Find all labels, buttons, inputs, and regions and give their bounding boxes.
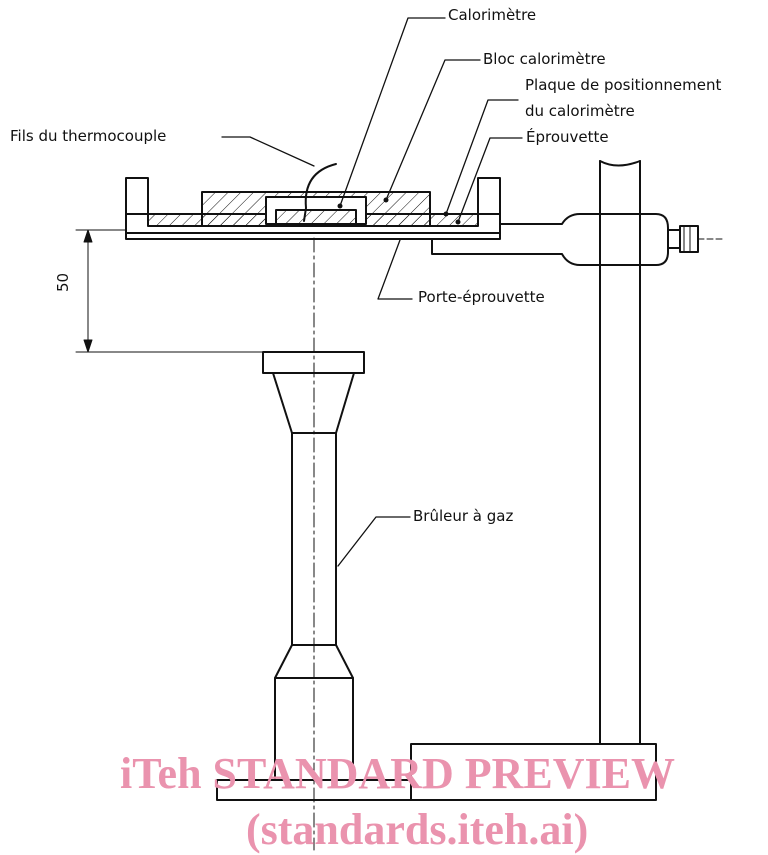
watermark-line1: iTeh STANDARD PREVIEW xyxy=(120,749,675,798)
label-bruleur: Brûleur à gaz xyxy=(413,507,514,525)
leader-bruleur xyxy=(337,516,411,567)
leader-bloc xyxy=(385,59,481,201)
label-plaque-line2: du calorimètre xyxy=(525,102,635,120)
calorimeter-block xyxy=(201,191,431,227)
leader-eprouvette xyxy=(457,137,523,223)
label-plaque-line1: Plaque de positionnement xyxy=(525,76,722,94)
leader-fils xyxy=(221,136,315,167)
label-eprouvette: Éprouvette xyxy=(526,128,609,146)
leader-plaque xyxy=(445,99,519,215)
label-porte-eprouvette: Porte-éprouvette xyxy=(418,288,545,306)
leader-calorimetre xyxy=(339,17,446,207)
thermocouple-wire xyxy=(303,163,337,222)
label-bloc-calorimetre: Bloc calorimètre xyxy=(483,50,606,68)
dimension-50 xyxy=(75,229,264,353)
vertical-stand xyxy=(599,160,641,745)
dimension-value: 50 xyxy=(54,272,72,292)
base-plates xyxy=(216,743,657,801)
support-rod xyxy=(431,213,726,266)
leader-porte xyxy=(377,239,413,300)
watermark-line2: (standards.iteh.ai) xyxy=(246,805,589,854)
label-fils-thermocouple: Fils du thermocouple xyxy=(10,127,167,145)
leader-lines xyxy=(221,17,523,567)
label-calorimetre: Calorimètre xyxy=(448,6,537,24)
